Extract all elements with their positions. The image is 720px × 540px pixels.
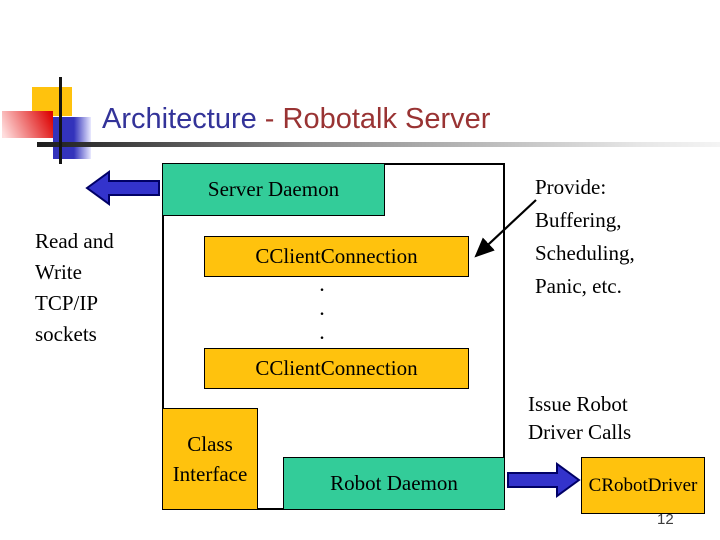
note-line: Provide: [535,175,607,199]
issue-robot-driver-note: Issue Robot Driver Calls [528,390,631,446]
note-line: Issue Robot [528,392,628,416]
logo-vertical-line [59,77,62,164]
title-underline-gradient-bar [37,142,720,147]
class-interface-label-line2: Interface [172,462,248,486]
note-line: TCP/IP [35,291,99,315]
class-interface-box: Class Interface [162,408,258,510]
note-line: Driver Calls [528,420,632,444]
note-line: sockets [35,322,97,346]
crobot-driver-label: CRobotDriver [588,474,698,496]
note-line: Buffering, [535,208,622,232]
robot-daemon-label: Robot Daemon [330,471,458,495]
logo-red-gradient-square [2,111,53,138]
cclient-connection-bottom-label: CClientConnection [255,356,418,380]
page-number: 12 [657,511,674,528]
provide-buffering-note: Provide: Buffering, Scheduling, Panic, e… [535,171,635,303]
slide-title-part1: Architecture [102,103,265,135]
black-diagonal-arrow-icon [474,199,537,258]
blue-right-arrow-icon [507,462,581,498]
robot-daemon-box: Robot Daemon [283,457,505,510]
cclient-connection-top-box: CClientConnection [204,236,469,277]
cclient-connection-top-label: CClientConnection [255,244,418,268]
ellipsis-dot: . [319,271,325,296]
note-line: Panic, etc. [535,274,622,298]
ellipsis-dot: . [319,319,325,344]
note-line: Scheduling, [535,241,635,265]
ellipsis-dot: . [319,295,325,320]
slide-title: Architecture - Robotalk Server [102,103,490,136]
blue-left-arrow-icon [85,170,160,206]
crobot-driver-box: CRobotDriver [581,457,705,514]
note-line: Read and [35,229,114,253]
note-line: Write [35,260,82,284]
slide-title-part2: - Robotalk Server [264,103,491,135]
ellipsis-dots: . . . [316,272,328,344]
cclient-connection-bottom-box: CClientConnection [204,348,469,389]
class-interface-label-line1: Class [187,432,233,456]
server-daemon-box: Server Daemon [162,163,385,216]
server-daemon-label: Server Daemon [207,177,340,201]
read-write-sockets-note: Read and Write TCP/IP sockets [35,226,114,350]
